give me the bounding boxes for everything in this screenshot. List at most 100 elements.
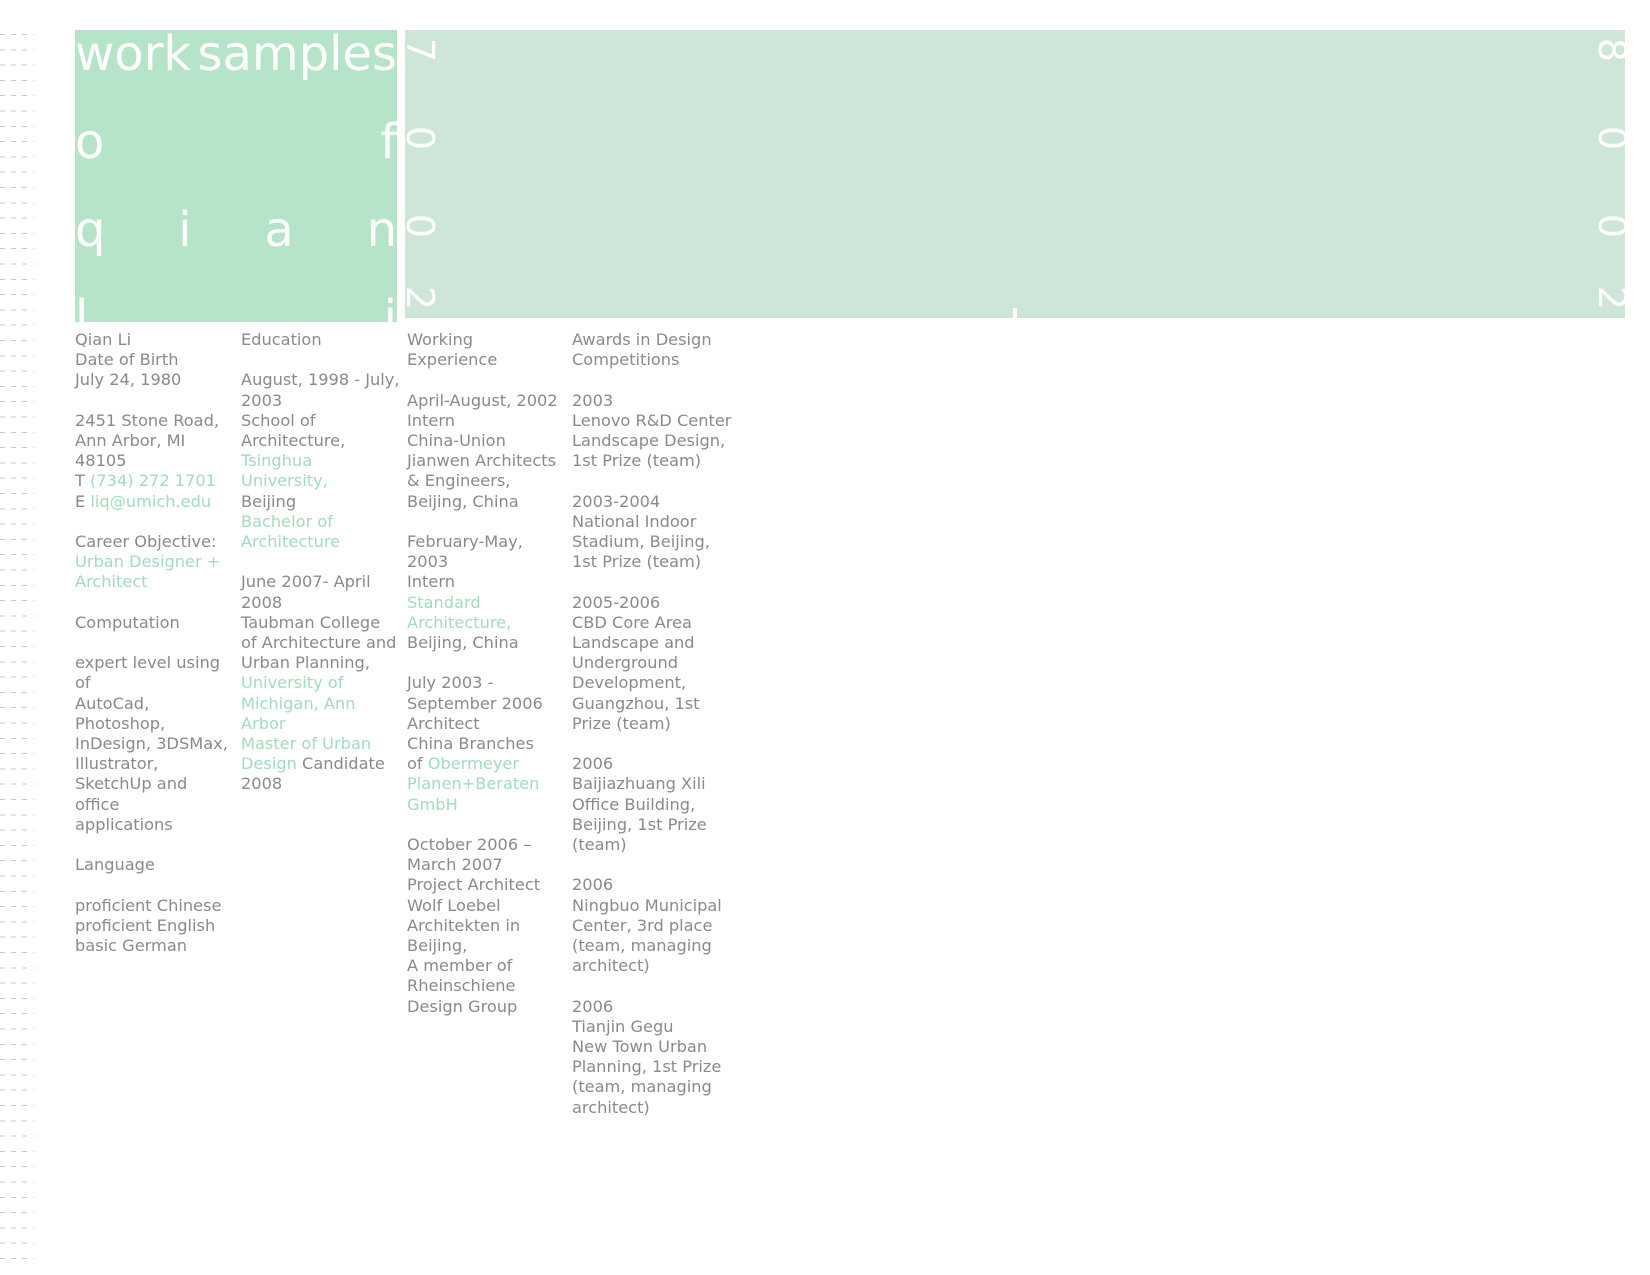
award-line: Lenovo R&D Center bbox=[572, 410, 732, 430]
work-line: Architekten in bbox=[407, 915, 521, 935]
objective-label: Career Objective: bbox=[75, 532, 217, 551]
education-entry: August, 1998 - July, 2003 School of Arch… bbox=[241, 370, 401, 552]
edu-year: 2008 bbox=[241, 774, 283, 794]
name: Qian Li bbox=[75, 330, 132, 349]
title-letter: q bbox=[75, 202, 106, 258]
address-line: 2451 Stone Road, bbox=[75, 410, 219, 430]
work-of: of bbox=[407, 754, 423, 774]
work-firm-line: of Obermeyer bbox=[407, 754, 567, 774]
work-line: October 2006 – bbox=[407, 835, 532, 855]
phone-link[interactable]: (734) 272 1701 bbox=[90, 471, 216, 491]
title-word: work bbox=[75, 30, 192, 82]
title-line-1: work samples bbox=[75, 30, 397, 78]
award-line: (team, managing bbox=[572, 1077, 712, 1097]
title-letter: n bbox=[366, 202, 397, 258]
email-link[interactable]: liq@umich.edu bbox=[90, 491, 212, 511]
year-band: 7 0 0 2 8 0 0 2 bbox=[405, 30, 1625, 318]
work-line: Architect bbox=[407, 713, 480, 733]
education-column: Education August, 1998 - July, 2003 Scho… bbox=[241, 330, 401, 815]
dob-label: Date of Birth bbox=[75, 350, 179, 370]
year-digit-left: 0 bbox=[405, 206, 442, 246]
computation-line: expert level using of bbox=[75, 653, 220, 693]
personal-column: Qian Li Date of Birth July 24, 1980 2451… bbox=[75, 330, 235, 976]
computation-label: Computation bbox=[75, 612, 180, 632]
education-heading-block: Education bbox=[241, 330, 401, 350]
award-line: Prize (team) bbox=[572, 713, 671, 733]
edu-university: University of bbox=[241, 673, 344, 693]
year-digit-right: 0 bbox=[1590, 206, 1625, 246]
language-line: proficient Chinese bbox=[75, 895, 222, 915]
award-line: 2006 bbox=[572, 996, 614, 1016]
title-line-3: q i a n bbox=[75, 206, 397, 254]
education-entry: June 2007- April 2008 Taubman College of… bbox=[241, 572, 401, 794]
award-line: Baijiazhuang Xili bbox=[572, 774, 706, 794]
objective-block: Career Objective: Urban Designer + Archi… bbox=[75, 532, 235, 593]
language-block: proficient Chinese proficient English ba… bbox=[75, 896, 235, 957]
edu-school: Architecture, bbox=[241, 431, 346, 450]
work-entry: October 2006 – March 2007 Project Archit… bbox=[407, 835, 567, 1017]
work-line: China-Union bbox=[407, 431, 506, 450]
edu-dates: August, 1998 - July, bbox=[241, 370, 400, 390]
language-line: basic German bbox=[75, 936, 187, 955]
work-line: Rheinschiene bbox=[407, 976, 516, 996]
edu-dates: 2008 bbox=[241, 592, 283, 612]
work-line: A member of bbox=[407, 956, 513, 976]
band-tick-mark bbox=[1013, 308, 1017, 318]
work-entry: July 2003 - September 2006 Architect Chi… bbox=[407, 673, 567, 814]
edu-degree: Design bbox=[241, 754, 297, 774]
award-line: Landscape Design, bbox=[572, 431, 726, 450]
award-line: Development, bbox=[572, 673, 687, 693]
address-line: Ann Arbor, MI bbox=[75, 431, 186, 450]
award-entry: 2006 Ningbuo Municipal Center, 3rd place… bbox=[572, 875, 732, 976]
work-firm: Architecture, bbox=[407, 612, 512, 632]
language-line: proficient English bbox=[75, 915, 216, 935]
title-word: samples bbox=[197, 30, 397, 82]
email-prefix: E bbox=[75, 491, 86, 511]
email-line: E liq@umich.edu bbox=[75, 492, 235, 512]
work-dates: February-May, 2003 bbox=[407, 532, 523, 572]
award-line: Center, 3rd place bbox=[572, 915, 713, 935]
year-digit-left: 2 bbox=[405, 278, 442, 318]
title-line-4: l i bbox=[75, 294, 397, 322]
work-role: Intern bbox=[407, 572, 455, 592]
award-line: Office Building, bbox=[572, 794, 696, 814]
edu-dates: June 2007- April bbox=[241, 572, 371, 592]
computation-line: InDesign, 3DSMax, bbox=[75, 734, 228, 753]
edu-university: Michigan, Ann Arbor bbox=[241, 693, 356, 733]
edu-school: Taubman College bbox=[241, 612, 381, 632]
work-firm: Standard bbox=[407, 592, 481, 612]
work-firm: Obermeyer bbox=[427, 754, 520, 774]
award-line: (team) bbox=[572, 835, 627, 855]
award-line: 1st Prize (team) bbox=[572, 552, 702, 572]
award-line: architect) bbox=[572, 1097, 650, 1117]
computation-label-block: Computation bbox=[75, 613, 235, 633]
award-line: Guangzhou, 1st bbox=[572, 693, 700, 713]
work-line: & Engineers, bbox=[407, 471, 511, 491]
award-entry: 2005-2006 CBD Core Area Landscape and Un… bbox=[572, 593, 732, 734]
award-line: 2003 bbox=[572, 390, 614, 410]
edu-city: Beijing bbox=[241, 491, 297, 511]
award-line: 2005-2006 bbox=[572, 592, 661, 612]
work-heading: Working Experience bbox=[407, 330, 498, 370]
work-line: Design Group bbox=[407, 996, 518, 1016]
year-digit-left: 7 bbox=[405, 30, 442, 70]
award-line: Stadium, Beijing, bbox=[572, 532, 710, 551]
award-line: Underground bbox=[572, 653, 678, 673]
work-line: China Branches bbox=[407, 734, 534, 754]
work-line: July 2003 - bbox=[407, 673, 494, 693]
computation-block: expert level using of AutoCad, Photoshop… bbox=[75, 653, 235, 835]
award-entry: 2003-2004 National Indoor Stadium, Beiji… bbox=[572, 492, 732, 573]
work-line: Wolf Loebel bbox=[407, 895, 501, 915]
award-line: Tianjin Gegu bbox=[572, 1016, 674, 1036]
edu-university: Tsinghua University, bbox=[241, 451, 328, 491]
title-line-2: o f bbox=[75, 118, 397, 166]
computation-line: Illustrator, bbox=[75, 754, 159, 774]
edu-school: Urban Planning, bbox=[241, 653, 370, 673]
title-letter: i bbox=[178, 202, 192, 258]
address-line: 48105 bbox=[75, 451, 127, 471]
award-line: Beijing, 1st Prize bbox=[572, 814, 707, 834]
work-firm: GmbH bbox=[407, 794, 458, 814]
work-line: Intern bbox=[407, 410, 455, 430]
computation-line: AutoCad, bbox=[75, 693, 150, 713]
dob-value: July 24, 1980 bbox=[75, 370, 182, 390]
